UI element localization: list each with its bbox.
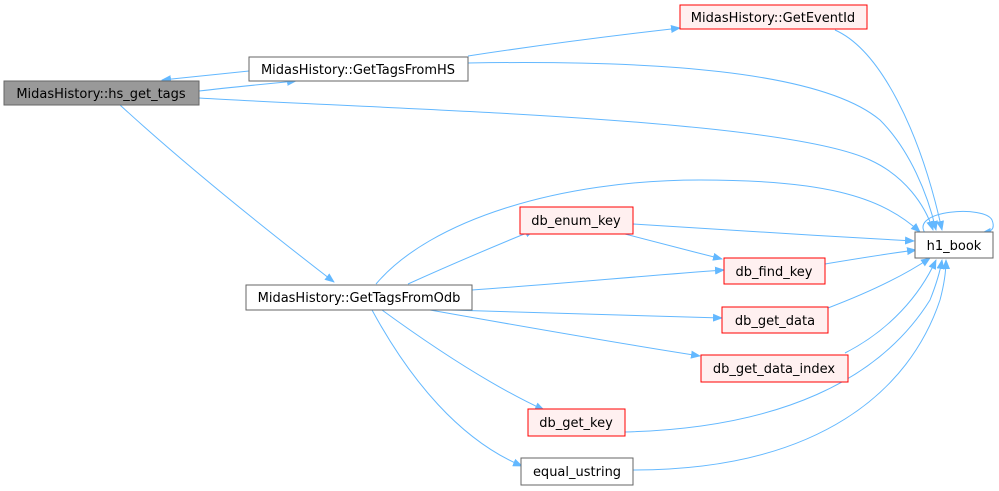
node-hs-get-tags-label: MidasHistory::hs_get_tags (16, 87, 186, 102)
edge-gettagsfromodb-to-db-get-key (381, 309, 545, 411)
edge-gettagsfromodb-to-h1-book (375, 179, 921, 285)
node-gettagsfromhs-label: MidasHistory::GetTagsFromHS (261, 63, 455, 78)
node-db-get-data-index-label: db_get_data_index (713, 362, 836, 377)
node-db-enum-key-box (519, 206, 634, 235)
node-equal-ustring-label: equal_ustring (533, 465, 621, 480)
node-hs-get-tags[interactable]: MidasHistory::hs_get_tags (3, 80, 200, 106)
node-equal-ustring[interactable]: equal_ustring (520, 457, 634, 486)
edge-gettagsfromodb-to-db-get-data (449, 309, 723, 322)
node-gettagsfromodb-box (245, 284, 473, 311)
edge-equal-ustring-to-h1-book (632, 259, 950, 471)
edge-db-find-key-to-h1-book (824, 247, 917, 265)
edge-gettagsfromodb-to-db-enum-key (407, 229, 535, 285)
edge-gettagsfromodb-to-equal-ustring (371, 309, 523, 467)
node-db-get-key-label: db_get_key (539, 416, 613, 431)
edge-h1-book-self-loop (922, 210, 994, 236)
node-db-get-data[interactable]: db_get_data (721, 306, 829, 334)
node-gettagsfromodb[interactable]: MidasHistory::GetTagsFromOdb (245, 284, 473, 311)
node-db-get-data-index[interactable]: db_get_data_index (700, 354, 849, 383)
edge-db-enum-key-to-h1-book (632, 223, 915, 245)
node-h1-book-box (914, 231, 994, 259)
nodes-group: MidasHistory::hs_get_tags MidasHistory::… (3, 4, 994, 486)
node-h1-book-label: h1_book (927, 239, 982, 254)
node-db-enum-key[interactable]: db_enum_key (519, 206, 634, 235)
node-db-get-key[interactable]: db_get_key (527, 408, 626, 437)
edge-gettagsfromhs-to-h1-book (467, 62, 938, 231)
node-db-get-data-index-box (700, 354, 849, 383)
node-gettagsfromhs[interactable]: MidasHistory::GetTagsFromHS (248, 56, 469, 82)
edge-db-enum-key-to-db-find-key (624, 233, 723, 261)
node-geteventid-box (679, 4, 868, 30)
node-equal-ustring-box (520, 457, 634, 486)
node-db-enum-key-label: db_enum_key (531, 214, 621, 229)
edge-gettagsfromhs-to-hs-get-tags (161, 70, 250, 84)
node-gettagsfromodb-label: MidasHistory::GetTagsFromOdb (258, 291, 461, 306)
node-h1-book[interactable]: h1_book (914, 231, 994, 259)
edges-group (119, 25, 994, 471)
edge-gettagsfromhs-to-geteventid (467, 25, 681, 57)
node-db-get-key-box (527, 408, 626, 437)
node-db-find-key[interactable]: db_find_key (723, 257, 826, 285)
node-gettagsfromhs-box (248, 56, 469, 82)
node-geteventid[interactable]: MidasHistory::GetEventId (679, 4, 868, 30)
edge-db-get-key-to-h1-book (624, 259, 945, 433)
edge-db-get-data-to-h1-book (827, 257, 931, 309)
edge-hs-get-tags-to-h1-book (198, 97, 935, 231)
edge-geteventid-to-h1-book (834, 29, 944, 231)
node-db-get-data-box (721, 306, 829, 334)
node-db-get-data-label: db_get_data (735, 314, 815, 329)
edge-gettagsfromodb-to-db-get-data-index (429, 309, 701, 359)
node-db-find-key-label: db_find_key (736, 265, 813, 280)
node-geteventid-label: MidasHistory::GetEventId (691, 11, 855, 26)
edge-hs-get-tags-to-gettagsfromhs (198, 77, 297, 92)
node-db-find-key-box (723, 257, 826, 285)
edge-hs-get-tags-to-gettagsfromodb (119, 104, 335, 283)
node-hs-get-tags-box (3, 80, 200, 106)
edge-gettagsfromodb-to-db-find-key (471, 266, 725, 291)
edge-db-get-data-index-to-h1-book (844, 259, 937, 354)
